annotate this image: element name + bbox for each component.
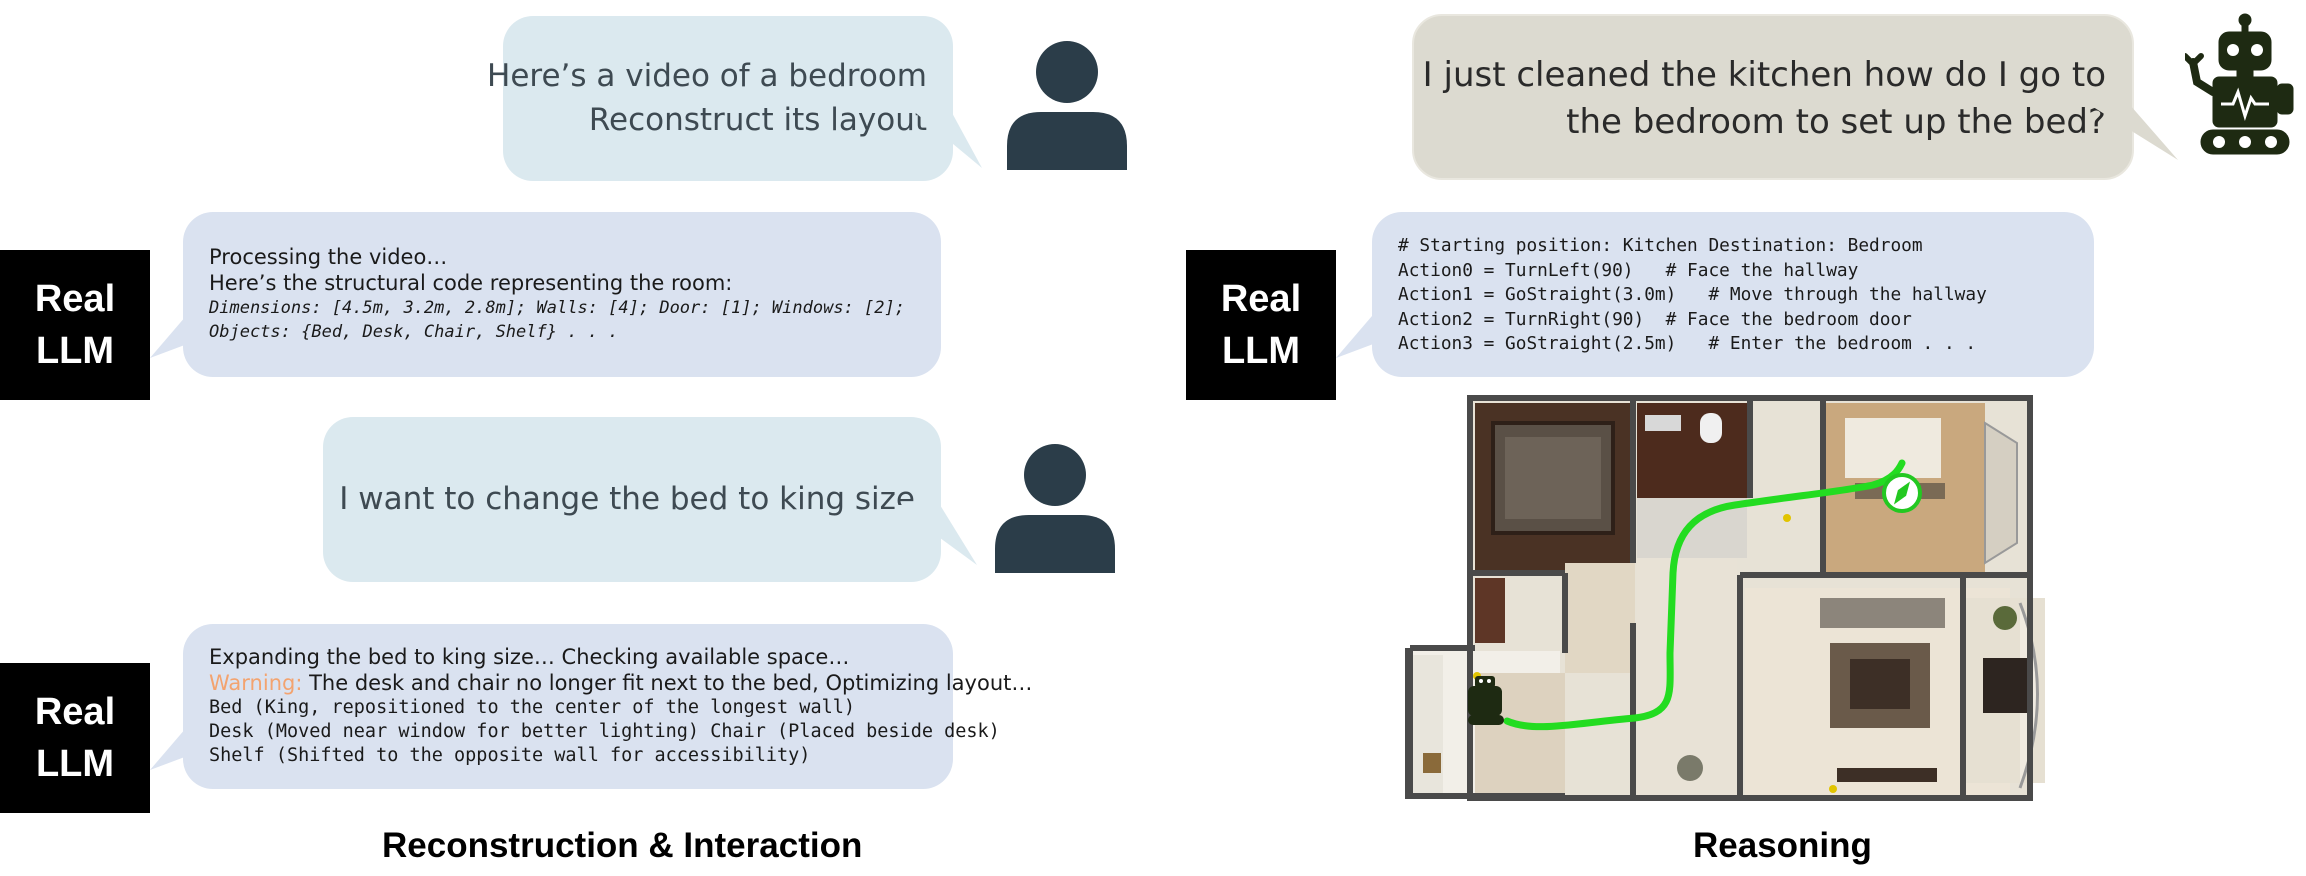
floor-plan-image xyxy=(1405,395,2045,801)
robot-message-text: I just cleaned the kitchen how do I go t… xyxy=(1422,55,2106,142)
person-icon xyxy=(995,444,1115,573)
llm-reply-bubble-2: Expanding the bed to king size… Checking… xyxy=(183,624,1032,789)
person-icon xyxy=(1007,41,1127,170)
real-llm-tag-2: Real LLM xyxy=(0,663,150,813)
caption-reasoning: Reasoning xyxy=(1693,826,1872,865)
llm-reply-2-code-1: Bed (King, repositioned to the center of… xyxy=(209,697,856,718)
caption-reconstruction: Reconstruction & Interaction xyxy=(382,826,863,865)
warning-label: Warning: xyxy=(209,671,303,695)
llm-reply-bubble-1: Processing the video… Here’s the structu… xyxy=(183,212,941,377)
llm-reply-1-code-2: Objects: {Bed, Desk, Chair, Shelf} . . . xyxy=(209,322,619,342)
user-bubble-2-tail xyxy=(895,505,977,565)
llm-reply-1-line-1: Processing the video… xyxy=(209,245,448,269)
robot-message-bubble: I just cleaned the kitchen how do I go t… xyxy=(1412,14,2134,180)
llm-reply-1-code-1: Dimensions: [4.5m, 3.2m, 2.8m]; Walls: [… xyxy=(209,298,905,318)
action-line-header: # Starting position: Kitchen Destination… xyxy=(1398,235,1923,256)
robot-bubble-tail xyxy=(2090,105,2178,160)
llm-reply-2-code-2: Desk (Moved near window for better light… xyxy=(209,721,1000,742)
llm-reply-2-line-1: Expanding the bed to king size… Checking… xyxy=(209,645,850,669)
action-line-0: Action0 = TurnLeft(90) # Face the hallwa… xyxy=(1398,259,1859,281)
action-line-2: Action2 = TurnRight(90) # Face the bedro… xyxy=(1398,308,1912,330)
compass-icon xyxy=(1882,473,1922,513)
llm-reply-2-warning-line: Warning: The desk and chair no longer fi… xyxy=(209,671,1033,695)
llm-reply-2-code-3: Shelf (Shifted to the opposite wall for … xyxy=(209,745,811,766)
user-message-bubble-2: I want to change the bed to king size xyxy=(323,417,941,582)
llm-reply-1-line-2: Here’s the structural code representing … xyxy=(209,271,733,295)
robot-marker-icon xyxy=(1468,676,1504,725)
action-line-1: Action1 = GoStraight(3.0m) # Move throug… xyxy=(1398,284,1987,306)
real-llm-tag-1: Real LLM xyxy=(0,250,150,400)
user-message-1-text: Here’s a video of a bedroom Reconstruct … xyxy=(487,58,927,138)
user-message-bubble-1: Here’s a video of a bedroom Reconstruct … xyxy=(487,16,953,181)
robot-icon xyxy=(2185,13,2294,155)
action-line-3: Action3 = GoStraight(2.5m) # Enter the b… xyxy=(1398,333,1977,355)
llm-reply-bubble-3: # Starting position: Kitchen Destination… xyxy=(1372,212,2094,377)
user-bubble-1-tail xyxy=(900,100,982,168)
user-message-2-text: I want to change the bed to king size xyxy=(339,481,915,517)
real-llm-tag-3: Real LLM xyxy=(1186,250,1336,400)
